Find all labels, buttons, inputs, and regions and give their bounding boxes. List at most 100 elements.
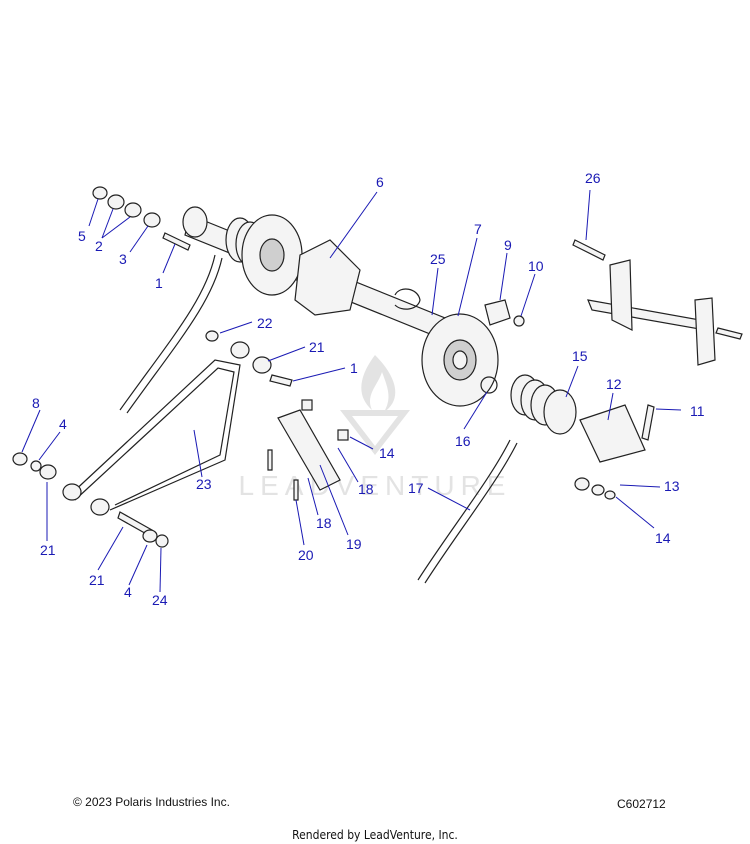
- leader-line: [319, 464, 349, 536]
- callout-26: 26: [585, 170, 601, 186]
- callout-14: 14: [379, 445, 395, 461]
- leader-line: [88, 198, 99, 227]
- link-bushing-part: [252, 356, 272, 374]
- leader-line: [337, 447, 359, 483]
- bushing-part: [107, 194, 125, 210]
- leader-line: [129, 225, 149, 253]
- leader-line: [457, 237, 478, 317]
- leader-line: [38, 431, 61, 461]
- bolt-part: [269, 374, 293, 387]
- callout-22: 22: [257, 315, 273, 331]
- callout-16: 16: [455, 433, 471, 449]
- snap-ring-part: [513, 315, 525, 327]
- washer-part: [142, 529, 158, 543]
- callout-1: 1: [155, 275, 163, 291]
- bolt-part: [162, 232, 191, 251]
- scissor-link-part: [69, 359, 241, 511]
- spacer-part: [337, 429, 349, 441]
- leader-line: [101, 208, 114, 239]
- clamp-block-part: [579, 404, 646, 463]
- link-bushing-part: [230, 341, 250, 359]
- bracket-handle-part: [394, 288, 421, 310]
- leader-line: [101, 216, 131, 239]
- leader-line: [431, 267, 439, 316]
- bolt-part: [293, 479, 299, 501]
- callout-6: 6: [376, 174, 384, 190]
- callout-2: 2: [95, 238, 103, 254]
- callout-21: 21: [40, 542, 56, 558]
- callout-21: 21: [89, 572, 105, 588]
- watermark-v-icon: [340, 410, 410, 455]
- bolt-part: [572, 239, 606, 261]
- callout-14: 14: [655, 530, 671, 546]
- spring-arm-part: [119, 254, 216, 411]
- hub-plate-center-part: [259, 238, 285, 272]
- leader-line: [193, 429, 203, 478]
- spring-arm-part: [417, 439, 511, 581]
- callout-18: 18: [316, 515, 332, 531]
- o-ring-part: [480, 376, 498, 394]
- leader-line: [349, 436, 374, 450]
- torsion-spring-end-part: [543, 389, 577, 435]
- watermark-text: LEADVENTURE: [239, 470, 512, 501]
- idler-wheel-center-part: [452, 350, 468, 370]
- leader-line: [565, 365, 579, 398]
- spring-arm-part: [424, 442, 518, 584]
- bolt-part: [267, 449, 273, 471]
- bolt-part: [715, 327, 743, 340]
- callout-4: 4: [124, 584, 132, 600]
- leader-line: [520, 273, 536, 317]
- nut-part: [155, 534, 169, 548]
- callout-25: 25: [430, 251, 446, 267]
- callout-1: 1: [350, 360, 358, 376]
- callout-15: 15: [572, 348, 588, 364]
- leader-line: [162, 243, 176, 274]
- scissor-link-part: [74, 367, 235, 506]
- leader-line: [463, 391, 488, 430]
- shaft-end-part: [182, 206, 208, 238]
- leader-line: [307, 477, 319, 516]
- link-plate-part: [277, 409, 341, 491]
- leader-line: [219, 321, 253, 334]
- callout-9: 9: [504, 237, 512, 253]
- bushing-part: [124, 202, 142, 218]
- leader-line: [21, 409, 41, 453]
- leader-line: [295, 499, 305, 546]
- leader-line: [427, 487, 471, 511]
- spring-arm-part: [126, 257, 223, 414]
- washer-part: [591, 484, 605, 496]
- washer-part: [30, 460, 42, 472]
- leader-line: [128, 544, 148, 586]
- callout-11: 11: [690, 403, 705, 419]
- leader-line: [615, 496, 655, 529]
- nut-part: [604, 490, 616, 500]
- callout-8: 8: [32, 395, 40, 411]
- callout-4: 4: [59, 416, 67, 432]
- callout-10: 10: [528, 258, 544, 274]
- leader-line: [159, 547, 162, 593]
- leader-line: [329, 191, 378, 259]
- callout-5: 5: [78, 228, 86, 244]
- washer-part: [143, 212, 161, 228]
- leader-line: [607, 392, 614, 421]
- mount-bracket-part: [294, 239, 361, 316]
- copyright-text: © 2023 Polaris Industries Inc.: [73, 795, 230, 809]
- callout-23: 23: [196, 476, 212, 492]
- nut-part: [12, 452, 28, 466]
- link-bushing-part: [62, 483, 82, 501]
- callout-7: 7: [474, 221, 482, 237]
- callout-18: 18: [358, 481, 374, 497]
- bolt-part: [641, 404, 655, 441]
- leader-line: [499, 252, 508, 301]
- leader-line: [292, 367, 346, 382]
- watermark-flame-icon: [361, 355, 396, 412]
- callout-13: 13: [664, 478, 680, 494]
- nut-part: [205, 330, 219, 342]
- rear-bracket-upright-part: [694, 297, 716, 366]
- leader-line: [619, 484, 661, 488]
- bearing-cap-part: [484, 299, 511, 326]
- link-bushing-part: [90, 498, 110, 516]
- bushing-part: [574, 477, 590, 491]
- bushing-part: [39, 464, 57, 480]
